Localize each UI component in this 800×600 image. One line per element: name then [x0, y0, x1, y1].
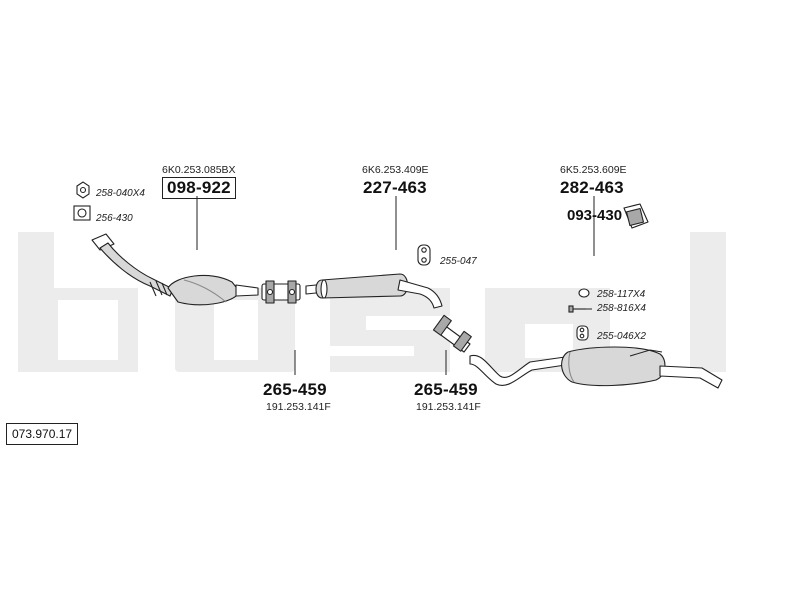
- hanger-front[interactable]: [417, 244, 431, 266]
- hanger-front-label: 255-047: [440, 256, 477, 267]
- catalytic-oem: 6K0.253.085BX: [162, 164, 236, 176]
- clamp-left-oem: 191.253.141F: [266, 401, 331, 413]
- nut-label: 258-040X4: [96, 188, 145, 199]
- clamp-right[interactable]: [432, 314, 472, 353]
- front-silencer-oem: 6K6.253.409E: [362, 164, 429, 176]
- rubber-mount-part-number[interactable]: 093-430: [567, 207, 623, 224]
- ring-label: 258-117X4: [597, 289, 646, 300]
- ring-icon: [578, 288, 590, 298]
- catalytic-converter[interactable]: [167, 275, 259, 306]
- catalytic-part-number[interactable]: 098-922: [162, 177, 236, 199]
- bolt-label: 258-816X4: [597, 303, 646, 314]
- bolt-icon: [568, 305, 586, 313]
- front-silencer-part-number[interactable]: 227-463: [363, 178, 427, 197]
- clamp-left[interactable]: [261, 280, 301, 304]
- reference-number: 073.970.17: [6, 423, 79, 445]
- rubber-mount-rear[interactable]: [623, 203, 649, 229]
- clamp-right-oem: 191.253.141F: [416, 401, 481, 413]
- clamp-right-part-number[interactable]: 265-459: [414, 380, 478, 399]
- front-pipe[interactable]: [91, 233, 174, 297]
- rear-silencer-oem: 6K5.253.609E: [560, 164, 627, 176]
- clamp-left-part-number[interactable]: 265-459: [263, 380, 327, 399]
- hanger-rear-label: 255-046X2: [597, 331, 646, 342]
- middle-silencer[interactable]: [305, 273, 443, 309]
- gasket-label: 256-430: [96, 213, 133, 224]
- rear-silencer-part-number[interactable]: 282-463: [560, 178, 624, 197]
- rear-silencer[interactable]: [469, 346, 723, 389]
